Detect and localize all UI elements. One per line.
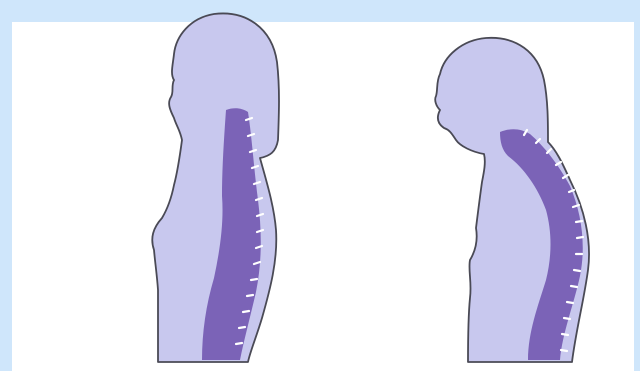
figure-hunched [435,38,589,362]
figure-upright [152,13,279,362]
